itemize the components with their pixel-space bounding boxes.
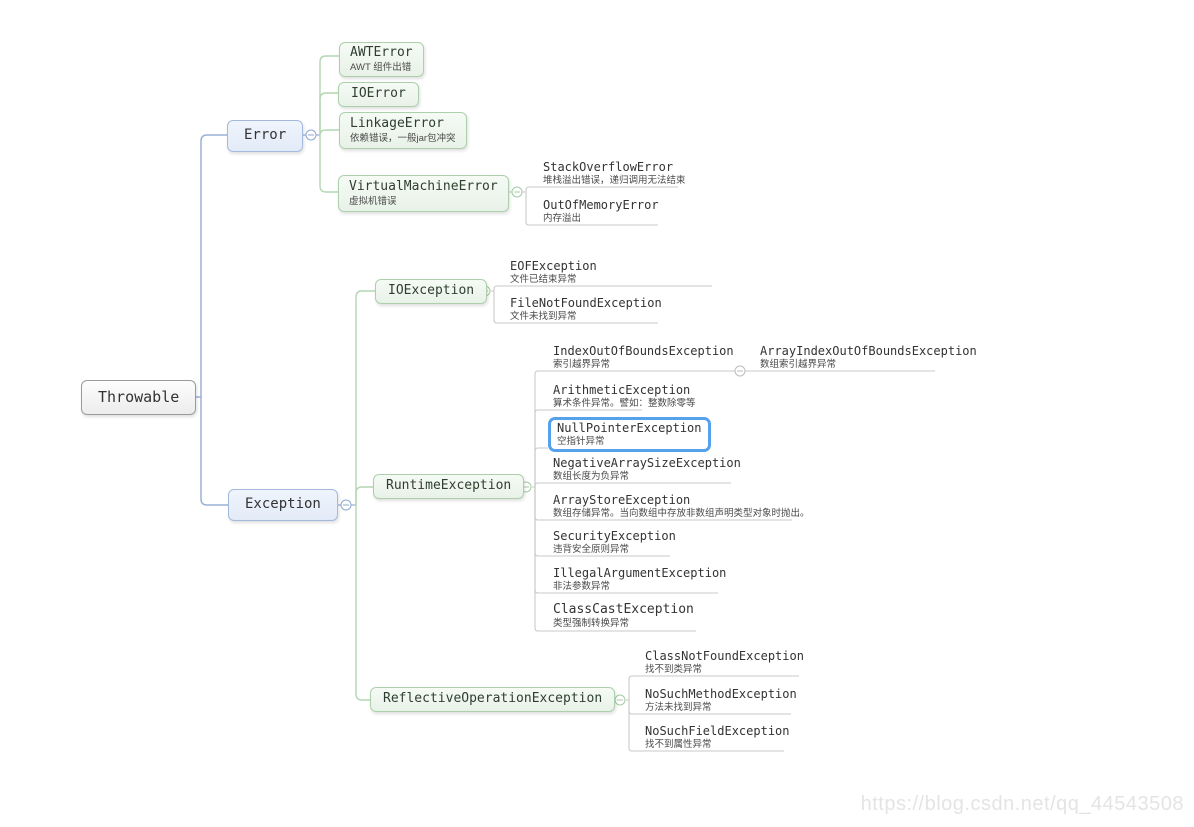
node-stack-overflow-error[interactable]: StackOverflowError 堆栈溢出错误，递归调用无法结束 bbox=[543, 160, 686, 186]
node-illegal-argument-exception[interactable]: IllegalArgumentException 非法参数异常 bbox=[553, 566, 726, 592]
node-error[interactable]: Error bbox=[227, 120, 304, 152]
node-title: ReflectiveOperationException bbox=[383, 691, 603, 706]
node-class-not-found-exception[interactable]: ClassNotFoundException 找不到类异常 bbox=[645, 649, 804, 675]
node-title: EOFException bbox=[510, 259, 597, 273]
node-desc: 虚拟机错误 bbox=[349, 196, 397, 207]
node-array-index-out-of-bounds-exception[interactable]: ArrayIndexOutOfBoundsException 数组索引越界异常 bbox=[760, 344, 977, 370]
node-desc: 非法参数异常 bbox=[553, 581, 611, 592]
node-title: Throwable bbox=[98, 388, 180, 406]
node-negative-array-size-exception[interactable]: NegativeArraySizeException 数组长度为负异常 bbox=[553, 456, 741, 482]
node-desc: 数组索引越界异常 bbox=[760, 359, 837, 370]
node-array-store-exception[interactable]: ArrayStoreException 数组存储异常。当向数组中存放非数组声明类… bbox=[553, 493, 810, 519]
node-io-exception[interactable]: IOException bbox=[375, 279, 488, 304]
node-desc: 违背安全原则异常 bbox=[553, 544, 630, 555]
node-desc: 类型强制转换异常 bbox=[553, 618, 630, 629]
node-security-exception[interactable]: SecurityException 违背安全原则异常 bbox=[553, 529, 676, 555]
node-file-not-found-exception[interactable]: FileNotFoundException 文件未找到异常 bbox=[510, 296, 662, 322]
node-throwable[interactable]: Throwable bbox=[81, 380, 197, 415]
node-title: ArithmeticException bbox=[553, 383, 691, 397]
node-index-out-of-bounds-exception[interactable]: IndexOutOfBoundsException 索引越界异常 bbox=[553, 344, 734, 370]
csdn-watermark: https://blog.csdn.net/qq_44543508 bbox=[860, 793, 1184, 815]
collapse-handle-reflective-operation-exception[interactable] bbox=[614, 694, 626, 706]
collapse-handle-virtual-machine-error[interactable] bbox=[511, 186, 523, 198]
node-title: Exception bbox=[245, 496, 321, 512]
node-virtual-machine-error[interactable]: VirtualMachineError 虚拟机错误 bbox=[338, 175, 509, 212]
node-title: IOException bbox=[388, 283, 475, 298]
branch-throwable-children bbox=[196, 134, 356, 506]
node-arithmetic-exception[interactable]: ArithmeticException 算术条件异常。譬如：整数除零等 bbox=[553, 383, 696, 409]
node-title: Error bbox=[244, 127, 287, 143]
node-io-error[interactable]: IOError bbox=[338, 82, 419, 107]
node-reflective-operation-exception[interactable]: ReflectiveOperationException bbox=[370, 687, 616, 712]
node-title: LinkageError bbox=[350, 116, 444, 131]
node-no-such-field-exception[interactable]: NoSuchFieldException 找不到属性异常 bbox=[645, 724, 790, 750]
node-desc: AWT 组件出错 bbox=[350, 62, 412, 73]
node-title: AWTError bbox=[350, 45, 413, 60]
node-no-such-method-exception[interactable]: NoSuchMethodException 方法未找到异常 bbox=[645, 687, 797, 713]
node-desc: 空指针异常 bbox=[557, 436, 605, 447]
branch-error-children bbox=[319, 55, 339, 193]
node-desc: 算术条件异常。譬如：整数除零等 bbox=[553, 398, 696, 409]
node-linkage-error[interactable]: LinkageError 依赖错误，一般jar包冲突 bbox=[339, 112, 467, 149]
node-exception[interactable]: Exception bbox=[228, 489, 338, 521]
node-desc: 数组存储异常。当向数组中存放非数组声明类型对象时抛出。 bbox=[553, 508, 810, 519]
node-title: NoSuchFieldException bbox=[645, 724, 790, 738]
node-title: NegativeArraySizeException bbox=[553, 456, 741, 470]
collapse-handle-exception[interactable] bbox=[340, 499, 352, 511]
node-title: ArrayStoreException bbox=[553, 493, 691, 507]
node-runtime-exception[interactable]: RuntimeException bbox=[373, 474, 525, 499]
node-title: IOError bbox=[351, 86, 406, 101]
node-desc: 找不到类异常 bbox=[645, 664, 703, 675]
node-title: ClassCastException bbox=[553, 602, 694, 617]
node-class-cast-exception[interactable]: ClassCastException 类型强制转换异常 bbox=[553, 602, 694, 629]
node-desc: 依赖错误，一般jar包冲突 bbox=[350, 133, 456, 144]
node-awt-error[interactable]: AWTError AWT 组件出错 bbox=[339, 42, 424, 77]
node-title: IndexOutOfBoundsException bbox=[553, 344, 734, 358]
node-out-of-memory-error[interactable]: OutOfMemoryError 内存溢出 bbox=[543, 198, 659, 224]
node-desc: 堆栈溢出错误，递归调用无法结束 bbox=[543, 175, 686, 186]
node-title: IllegalArgumentException bbox=[553, 566, 727, 580]
node-title: VirtualMachineError bbox=[349, 179, 498, 194]
node-null-pointer-exception-selected[interactable]: NullPointerException 空指针异常 bbox=[548, 417, 711, 452]
node-desc: 内存溢出 bbox=[543, 213, 582, 224]
collapse-handle-error[interactable] bbox=[305, 129, 317, 141]
node-title: FileNotFoundException bbox=[510, 296, 662, 310]
node-title: ClassNotFoundException bbox=[645, 649, 804, 663]
node-eof-exception[interactable]: EOFException 文件已结束异常 bbox=[510, 259, 597, 285]
node-title: ArrayIndexOutOfBoundsException bbox=[760, 344, 977, 358]
node-title: NoSuchMethodException bbox=[645, 687, 797, 701]
node-desc: 数组长度为负异常 bbox=[553, 471, 630, 482]
node-title: OutOfMemoryError bbox=[543, 198, 659, 212]
node-title: RuntimeException bbox=[386, 478, 512, 493]
node-desc: 索引越界异常 bbox=[553, 359, 611, 370]
node-desc: 文件已结束异常 bbox=[510, 274, 577, 285]
collapse-handle-index-out-of-bounds[interactable] bbox=[734, 365, 746, 377]
node-title: StackOverflowError bbox=[543, 160, 674, 174]
node-title: NullPointerException bbox=[557, 421, 702, 435]
node-desc: 找不到属性异常 bbox=[645, 739, 712, 750]
node-desc: 文件未找到异常 bbox=[510, 311, 577, 322]
node-title: SecurityException bbox=[553, 529, 676, 543]
branch-exception-children bbox=[355, 290, 375, 701]
node-desc: 方法未找到异常 bbox=[645, 702, 712, 713]
